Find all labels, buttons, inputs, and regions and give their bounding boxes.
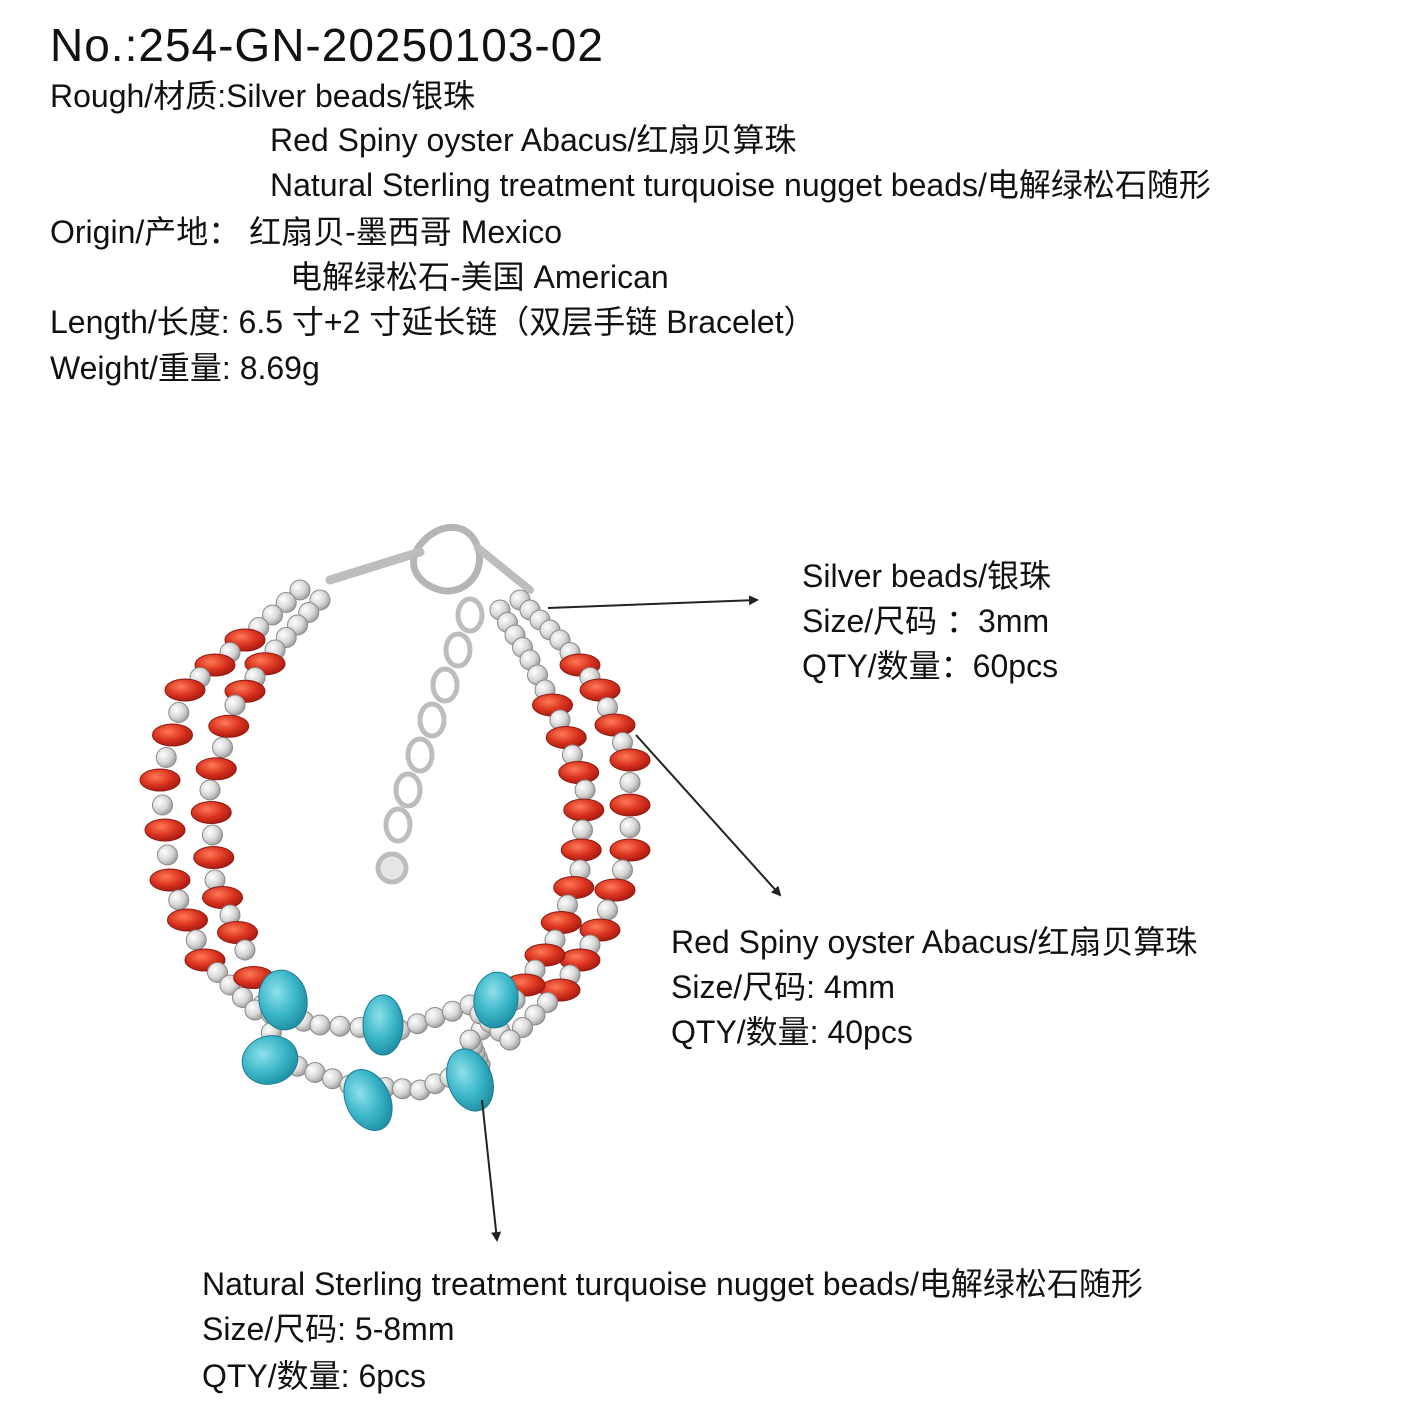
turquoise-nugget bbox=[241, 1035, 299, 1085]
silver-bead bbox=[574, 779, 596, 801]
origin-line: Origin/产地： 红扇贝-墨西哥 Mexico bbox=[50, 214, 563, 250]
turquoise-label: Natural Sterling treatment turquoise nug… bbox=[202, 1266, 1143, 1302]
silver-bead bbox=[185, 929, 207, 951]
turquoise-nugget bbox=[258, 969, 308, 1031]
silver-bead bbox=[329, 1015, 351, 1037]
silver-bead bbox=[619, 772, 641, 793]
silver-bead bbox=[275, 592, 297, 613]
spiny-oyster-bead bbox=[545, 726, 587, 749]
silver-bead bbox=[612, 859, 633, 881]
origin-turquoise: 电解绿松石-美国 American bbox=[290, 259, 669, 295]
silver-bead bbox=[168, 889, 190, 911]
silver-bead bbox=[199, 779, 221, 801]
arrow-silver bbox=[547, 595, 759, 609]
silver-bead bbox=[499, 1029, 521, 1051]
silver-bead bbox=[152, 794, 173, 816]
extension-chain bbox=[375, 596, 485, 885]
silver-bead bbox=[407, 1013, 428, 1035]
spiny-oyster-bead bbox=[217, 921, 258, 944]
silver-bead bbox=[322, 1068, 343, 1090]
silver-bead bbox=[168, 702, 190, 723]
rough-material-turquoise: Natural Sterling treatment turquoise nug… bbox=[270, 167, 1211, 203]
arrow-turquoise bbox=[481, 1099, 502, 1242]
weight-line: Weight/重量: 8.69g bbox=[50, 350, 320, 386]
spiny-oyster-bead bbox=[609, 838, 651, 862]
silver-bead bbox=[234, 939, 256, 961]
spiny-oyster-bead bbox=[208, 714, 250, 738]
arrow-spiny bbox=[635, 734, 782, 897]
spiny-oyster-bead bbox=[144, 818, 186, 842]
silver-bead bbox=[392, 1078, 413, 1100]
silver-beads-label: Silver beads/银珠 bbox=[802, 558, 1051, 594]
spiny-oyster-label: Red Spiny oyster Abacus/红扇贝算珠 bbox=[671, 924, 1198, 960]
spiny-oyster-bead bbox=[558, 761, 600, 784]
silver-bead bbox=[512, 1017, 533, 1038]
silver-bead bbox=[155, 747, 177, 768]
spiny-oyster-bead bbox=[560, 838, 602, 862]
silver-bead bbox=[537, 992, 558, 1013]
turquoise-nugget bbox=[473, 971, 519, 1029]
turquoise-qty: QTY/数量: 6pcs bbox=[202, 1358, 427, 1394]
silver-beads-qty: QTY/数量：60pcs bbox=[802, 648, 1059, 684]
spiny-oyster-size: Size/尺码: 4mm bbox=[671, 969, 896, 1005]
silver-bead bbox=[262, 604, 283, 626]
lobster-clasp bbox=[325, 523, 534, 595]
spiny-oyster-bead bbox=[594, 878, 636, 902]
product-number: No.:254-GN-20250103-02 bbox=[50, 19, 604, 71]
spiny-oyster-qty: QTY/数量: 40pcs bbox=[671, 1014, 913, 1050]
silver-bead bbox=[212, 737, 233, 758]
silver-bead bbox=[232, 987, 253, 1008]
silver-bead bbox=[459, 1029, 481, 1051]
silver-bead bbox=[424, 1007, 446, 1028]
spiny-oyster-bead bbox=[193, 846, 235, 869]
spiny-oyster-bead bbox=[152, 723, 193, 747]
silver-bead bbox=[597, 899, 618, 921]
silver-bead bbox=[207, 962, 228, 983]
spiny-oyster-bead bbox=[190, 801, 232, 824]
silver-beads-size: Size/尺码 ：3mm bbox=[802, 603, 1050, 639]
silver-bead bbox=[202, 824, 223, 846]
spiny-oyster-bead bbox=[167, 908, 208, 932]
spiny-oyster-bead bbox=[609, 748, 651, 772]
spiny-oyster-bead bbox=[594, 713, 636, 737]
spiny-oyster-bead bbox=[195, 757, 237, 781]
silver-bead bbox=[572, 819, 593, 841]
turquoise-nugget bbox=[343, 1069, 393, 1131]
silver-bead bbox=[524, 1004, 546, 1026]
length-line: Length/长度: 6.5 寸+2 寸延长链（双层手链 Bracelet） bbox=[50, 304, 816, 340]
spiny-oyster-bead bbox=[164, 678, 206, 702]
silver-bead bbox=[442, 1000, 463, 1022]
silver-bead bbox=[157, 844, 178, 866]
spiny-oyster-bead bbox=[563, 798, 605, 822]
silver-bead bbox=[309, 1014, 331, 1036]
rough-material-spiny: Red Spiny oyster Abacus/红扇贝算珠 bbox=[270, 122, 797, 158]
spiny-oyster-bead bbox=[139, 768, 181, 792]
silver-bead bbox=[224, 694, 246, 716]
turquoise-nugget bbox=[362, 994, 404, 1056]
silver-bead bbox=[619, 817, 641, 838]
turquoise-nugget bbox=[446, 1048, 494, 1112]
spiny-oyster-bead bbox=[202, 886, 243, 909]
spiny-oyster-bead bbox=[579, 678, 621, 702]
spiny-oyster-bead bbox=[149, 868, 191, 892]
spiny-oyster-bead bbox=[553, 876, 595, 899]
silver-bead bbox=[289, 579, 311, 601]
spiny-oyster-bead bbox=[540, 911, 582, 934]
silver-bead bbox=[304, 1062, 326, 1083]
spiny-oyster-bead bbox=[609, 793, 651, 817]
rough-material-line: Rough/材质:Silver beads/银珠 bbox=[50, 78, 476, 114]
turquoise-size: Size/尺码: 5-8mm bbox=[202, 1311, 455, 1347]
